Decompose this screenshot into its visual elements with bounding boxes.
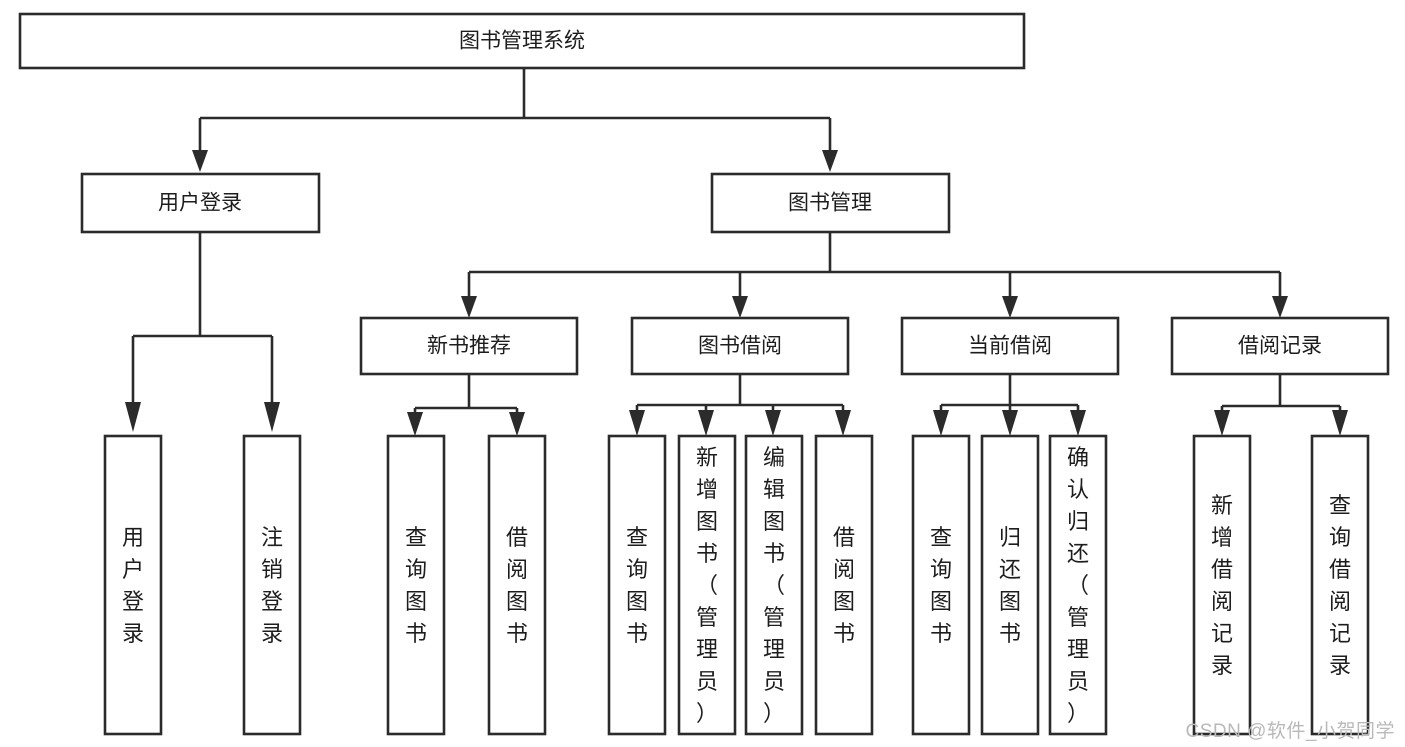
leaf-query-book-2-box[interactable] (607, 434, 667, 736)
node-user-login-box[interactable] (80, 172, 321, 234)
leaf-add-record[interactable]: 新增借阅记录 (1192, 434, 1252, 736)
leaf-query-record-label: 查询借阅记录 (1329, 493, 1351, 678)
leaf-query-book-2[interactable]: 查询图书 (607, 434, 667, 736)
arrow-head-borrow-record (1272, 296, 1288, 318)
node-user-login-label: 用户登录 (158, 192, 242, 215)
leaf-user-login-label: 用户登录 (122, 525, 144, 646)
node-borrow-record[interactable]: 借阅记录 (1170, 316, 1390, 376)
leaf-query-book-1-label: 查询图书 (405, 525, 427, 646)
arrow-head-new-book-recommend (461, 296, 477, 318)
leaf-user-login[interactable]: 用户登录 (103, 434, 163, 736)
leaf-add-book-box[interactable] (677, 434, 737, 736)
connector-group-book-borrow (629, 374, 851, 436)
connector-group-book-management (461, 232, 1288, 318)
node-new-book-recommend[interactable]: 新书推荐 (359, 316, 579, 376)
leaf-add-book[interactable]: 新增图书（管理员） (677, 434, 737, 736)
leaf-edit-book-label: 编辑图书（管理员） (763, 445, 785, 726)
arrow-head-user-login (192, 150, 208, 172)
node-root-box[interactable] (18, 12, 1026, 70)
leaf-query-book-2-label: 查询图书 (626, 525, 648, 646)
node-book-borrow-label: 图书借阅 (698, 335, 782, 358)
arrow-head-leaf-add-book (698, 410, 714, 436)
arrow-head-leaf-user-login (125, 402, 141, 432)
node-book-borrow[interactable]: 图书借阅 (630, 316, 850, 376)
node-book-management[interactable]: 图书管理 (710, 172, 951, 234)
leaf-borrow-book-1-label: 借阅图书 (506, 525, 528, 646)
arrow-head-leaf-borrow-book-1 (509, 412, 525, 436)
arrow-head-leaf-return-book (1002, 410, 1018, 436)
node-user-login[interactable]: 用户登录 (80, 172, 321, 234)
arrow-head-leaf-query-book-3 (933, 410, 949, 436)
arrow-head-leaf-add-record (1214, 410, 1230, 436)
leaf-add-record-box[interactable] (1192, 434, 1252, 736)
connector-group-borrow-record (1214, 374, 1348, 436)
leaf-borrow-book-2-label: 借阅图书 (833, 525, 855, 646)
arrow-head-leaf-edit-book (765, 410, 781, 436)
node-borrow-record-box[interactable] (1170, 316, 1390, 376)
leaf-query-book-1-box[interactable] (386, 434, 446, 736)
leaf-add-book-label: 新增图书（管理员） (696, 445, 718, 726)
arrow-head-current-borrow (1002, 296, 1018, 318)
leaf-confirm-return[interactable]: 确认归还（管理员） (1048, 434, 1108, 736)
node-book-management-label: 图书管理 (788, 192, 872, 215)
node-root-label: 图书管理系统 (459, 30, 585, 53)
leaf-add-record-label: 新增借阅记录 (1211, 493, 1233, 678)
leaf-user-logout-box[interactable] (242, 434, 302, 736)
watermark-text: CSDN @软件_小贺同学 (1185, 721, 1395, 742)
leaf-borrow-book-1[interactable]: 借阅图书 (487, 434, 547, 736)
arrow-head-book-borrow (732, 296, 748, 318)
leaf-return-book-label: 归还图书 (999, 525, 1021, 646)
node-current-borrow-label: 当前借阅 (968, 335, 1052, 358)
leaf-return-book-box[interactable] (980, 434, 1040, 736)
connector-group-new-book-recommend (407, 374, 525, 436)
leaf-query-book-3[interactable]: 查询图书 (911, 434, 971, 736)
node-book-borrow-box[interactable] (630, 316, 850, 376)
arrow-head-leaf-query-book-1 (407, 412, 423, 436)
connector-group-user-login (125, 232, 280, 432)
arrow-head-leaf-confirm-return (1070, 410, 1086, 436)
leaf-query-book-3-box[interactable] (911, 434, 971, 736)
leaf-borrow-book-2-box[interactable] (814, 434, 874, 736)
leaf-query-book-1[interactable]: 查询图书 (386, 434, 446, 736)
arrow-head-leaf-borrow-book-2 (835, 410, 851, 436)
connector-group-root (192, 68, 838, 172)
leaf-borrow-book-1-box[interactable] (487, 434, 547, 736)
arrow-head-leaf-query-record (1332, 410, 1348, 436)
node-current-borrow[interactable]: 当前借阅 (900, 316, 1120, 376)
leaf-edit-book[interactable]: 编辑图书（管理员） (744, 434, 804, 736)
node-root[interactable]: 图书管理系统 (18, 12, 1026, 70)
arrow-head-leaf-query-book-2 (629, 410, 645, 436)
leaf-return-book[interactable]: 归还图书 (980, 434, 1040, 736)
leaf-confirm-return-label: 确认归还（管理员） (1067, 445, 1089, 726)
leaf-query-record[interactable]: 查询借阅记录 (1310, 434, 1370, 736)
leaf-query-book-3-label: 查询图书 (930, 525, 952, 646)
node-borrow-record-label: 借阅记录 (1238, 335, 1322, 358)
node-book-management-box[interactable] (710, 172, 951, 234)
leaf-edit-book-box[interactable] (744, 434, 804, 736)
leaf-user-logout[interactable]: 注销登录 (242, 434, 302, 736)
leaf-borrow-book-2[interactable]: 借阅图书 (814, 434, 874, 736)
node-current-borrow-box[interactable] (900, 316, 1120, 376)
leaf-confirm-return-box[interactable] (1048, 434, 1108, 736)
node-new-book-recommend-box[interactable] (359, 316, 579, 376)
arrow-head-book-management (822, 150, 838, 172)
connector-group-current-borrow (933, 374, 1086, 436)
node-new-book-recommend-label: 新书推荐 (427, 335, 511, 358)
arrow-head-leaf-user-logout (264, 402, 280, 432)
leaf-query-record-box[interactable] (1310, 434, 1370, 736)
leaf-user-logout-label: 注销登录 (261, 525, 283, 646)
leaf-user-login-box[interactable] (103, 434, 163, 736)
